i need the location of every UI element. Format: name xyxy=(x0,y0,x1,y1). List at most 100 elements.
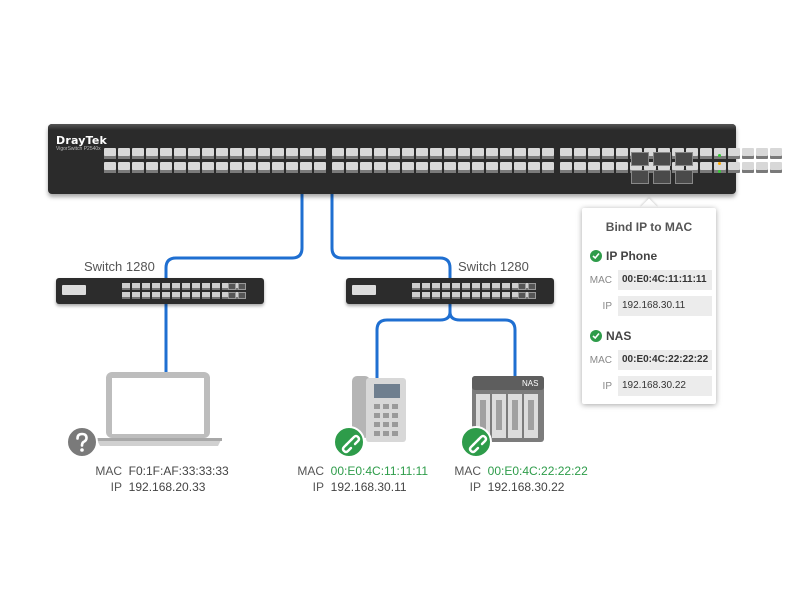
ethernet-port xyxy=(602,148,614,159)
ethernet-port xyxy=(588,148,600,159)
ethernet-port xyxy=(258,162,270,173)
check-icon xyxy=(590,250,602,262)
sfp-port xyxy=(228,292,236,299)
switch-logo xyxy=(352,285,376,295)
ethernet-port xyxy=(412,292,420,299)
ethernet-port xyxy=(160,162,172,173)
ethernet-port xyxy=(142,283,150,290)
status-led xyxy=(718,170,721,173)
ethernet-port xyxy=(412,283,420,290)
wire-right-switch-to-phone xyxy=(375,302,452,378)
ethernet-port xyxy=(500,148,512,159)
ethernet-port xyxy=(162,292,170,299)
ethernet-port xyxy=(486,162,498,173)
ethernet-port xyxy=(500,162,512,173)
ethernet-port xyxy=(728,162,740,173)
status-led xyxy=(718,162,721,165)
ethernet-port xyxy=(172,292,180,299)
ethernet-port xyxy=(514,148,526,159)
ethernet-port xyxy=(202,162,214,173)
nas-icon xyxy=(472,376,544,442)
sfp-port xyxy=(238,292,246,299)
ethernet-port xyxy=(182,283,190,290)
ethernet-port xyxy=(458,162,470,173)
ethernet-port xyxy=(560,148,572,159)
ethernet-port xyxy=(182,292,190,299)
laptop-caption: MAC F0:1F:AF:33:33:33 IP 192.168.20.33 xyxy=(94,464,228,494)
switch-right xyxy=(346,278,554,304)
switch-sfp-ports xyxy=(518,283,536,299)
ethernet-port xyxy=(160,148,172,159)
nas-mac-label: MAC xyxy=(454,464,481,478)
link-icon xyxy=(460,426,492,458)
ethernet-port xyxy=(452,292,460,299)
phone-ip-value: 192.168.30.11 xyxy=(330,480,407,494)
wire-main-to-left-switch xyxy=(164,194,304,282)
ethernet-port xyxy=(142,292,150,299)
sfp-port xyxy=(518,292,526,299)
ethernet-port xyxy=(486,148,498,159)
ethernet-port xyxy=(346,162,358,173)
ethernet-port xyxy=(286,162,298,173)
ethernet-port xyxy=(542,148,554,159)
switch-sfp-ports xyxy=(228,283,246,299)
ethernet-port xyxy=(146,148,158,159)
ethernet-port xyxy=(458,148,470,159)
ethernet-port xyxy=(442,283,450,290)
ethernet-port xyxy=(272,148,284,159)
status-led xyxy=(718,154,721,157)
ethernet-port xyxy=(272,162,284,173)
link-icon xyxy=(333,426,365,458)
entry-name: IP Phone xyxy=(606,249,658,263)
nas-caption: MAC 00:E0:4C:22:22:22 IP 192.168.30.22 xyxy=(453,464,588,494)
entry-mac-label: MAC xyxy=(589,275,612,286)
ethernet-port xyxy=(522,292,530,299)
bind-ip-mac-panel: Bind IP to MAC IP Phone MAC 00:E0:4C:11:… xyxy=(582,208,716,404)
ethernet-port xyxy=(374,162,386,173)
entry-ip-label: IP xyxy=(602,381,612,392)
ethernet-port xyxy=(472,148,484,159)
ethernet-port xyxy=(542,162,554,173)
ethernet-port xyxy=(502,283,510,290)
ethernet-port xyxy=(122,283,130,290)
ethernet-port xyxy=(462,283,470,290)
ethernet-port xyxy=(630,162,642,173)
entry-ip-value: 192.168.30.22 xyxy=(618,376,712,396)
ethernet-port xyxy=(132,283,140,290)
ethernet-port xyxy=(514,162,526,173)
ethernet-port xyxy=(528,148,540,159)
sfp-port xyxy=(675,152,693,166)
ethernet-port xyxy=(388,148,400,159)
ethernet-port xyxy=(444,148,456,159)
ethernet-port xyxy=(118,162,130,173)
switch-ports xyxy=(122,283,241,299)
wire-right-switch-to-nas xyxy=(448,311,517,378)
ethernet-port xyxy=(482,292,490,299)
ethernet-port xyxy=(574,162,586,173)
wire-main-to-right-switch xyxy=(330,194,452,282)
ethernet-port xyxy=(644,162,656,173)
ethernet-port xyxy=(472,283,480,290)
ethernet-port xyxy=(174,148,186,159)
ethernet-port xyxy=(192,283,200,290)
ethernet-port xyxy=(472,292,480,299)
ethernet-port xyxy=(174,162,186,173)
ethernet-port xyxy=(416,162,428,173)
ethernet-port xyxy=(162,283,170,290)
ethernet-port xyxy=(132,292,140,299)
ethernet-port xyxy=(416,148,428,159)
ethernet-port xyxy=(202,283,210,290)
ethernet-port xyxy=(118,148,130,159)
ethernet-port xyxy=(232,283,240,290)
phone-mac-value: 00:E0:4C:11:11:11 xyxy=(330,464,429,478)
nas-ip-label: IP xyxy=(469,480,481,494)
ethernet-port xyxy=(188,162,200,173)
ethernet-port xyxy=(152,283,160,290)
ethernet-port xyxy=(512,292,520,299)
ethernet-port xyxy=(432,283,440,290)
ethernet-port xyxy=(402,162,414,173)
nas-mac-value: 00:E0:4C:22:22:22 xyxy=(487,464,588,478)
switch-logo xyxy=(62,285,86,295)
ethernet-port xyxy=(314,148,326,159)
sfp-port xyxy=(518,283,526,290)
